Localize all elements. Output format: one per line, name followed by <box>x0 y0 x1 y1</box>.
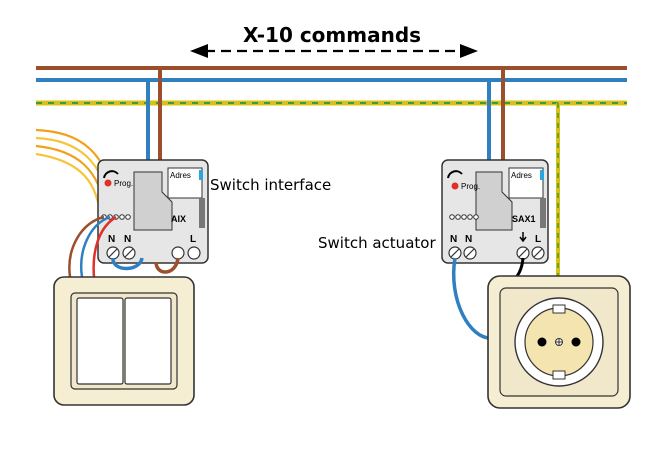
actuator-screw-3-slot <box>518 248 528 258</box>
switch-interface-module: Prog. Adres AIX N N L <box>97 159 209 264</box>
double-wall-switch <box>53 276 195 406</box>
switch-feed-wires <box>68 215 117 278</box>
actuator-screw-4-slot <box>533 248 543 258</box>
diagram-title: X-10 commands <box>243 23 421 47</box>
interface-prog-label: Prog. <box>114 179 133 188</box>
interface-screw-2-slot <box>124 248 134 258</box>
actuator-screw-1-slot <box>450 248 460 258</box>
actuator-side-clip <box>540 198 546 228</box>
actuator-screw-2-slot <box>465 248 475 258</box>
interface-screw-4 <box>187 246 201 260</box>
actuator-adres-label: Adres <box>511 171 532 180</box>
interface-drop-wires <box>146 68 162 162</box>
interface-terminal-l: L <box>190 234 196 245</box>
actuator-prog-led <box>451 182 459 190</box>
actuator-model-label: SAX1 <box>512 214 536 224</box>
socket-hole-left <box>537 337 547 347</box>
actuator-blue-to-socket <box>452 257 493 340</box>
actuator-terminal-l: L <box>535 234 541 245</box>
interface-curve-icon <box>103 170 119 179</box>
socket-earth-bottom <box>552 370 566 380</box>
socket-hole-right <box>571 337 581 347</box>
interface-pin-4 <box>119 214 125 220</box>
interface-terminal-n1: N <box>108 234 115 245</box>
switch-feed-red <box>92 215 117 278</box>
actuator-down-arrow-icon <box>519 232 527 243</box>
actuator-pin-3 <box>461 214 467 220</box>
switch-feed-brown <box>68 215 105 278</box>
interface-model-label: AIX <box>171 214 186 224</box>
interface-screw-3 <box>171 246 185 260</box>
actuator-pin-1 <box>449 214 455 220</box>
interface-blue-tab <box>199 170 203 180</box>
actuator-center-block <box>475 171 513 231</box>
bus-wires <box>36 66 627 106</box>
interface-center-block <box>133 171 173 231</box>
wall-socket <box>487 275 631 409</box>
actuator-prog-label: Prog. <box>461 182 480 191</box>
actuator-curve-icon <box>447 170 463 179</box>
switch-feed-blue <box>79 215 111 278</box>
actuator-pin-4 <box>467 214 473 220</box>
interface-pin-5 <box>125 214 131 220</box>
interface-side-clip <box>199 198 205 228</box>
actuator-pin-5 <box>473 214 479 220</box>
interface-prog-led <box>104 179 112 187</box>
interface-brown-loop <box>154 257 180 274</box>
actuator-drop-wires <box>487 68 560 282</box>
switch-actuator-module: Prog. Adres SAX1 N N L <box>441 159 549 264</box>
switch-rocker-left <box>76 297 124 385</box>
switch-rocker-right <box>124 297 172 385</box>
title-group: X-10 commands <box>190 23 478 58</box>
arrow-left-head <box>190 44 208 58</box>
switch-interface-label: Switch interface <box>210 176 331 194</box>
actuator-terminal-n2: N <box>465 234 472 245</box>
actuator-blue-tab <box>540 170 544 180</box>
arrow-right-head <box>460 44 478 58</box>
switch-actuator-label: Switch actuator <box>318 234 436 252</box>
interface-screw-1-slot <box>108 248 118 258</box>
actuator-adres-box <box>508 167 544 199</box>
actuator-pin-2 <box>455 214 461 220</box>
interface-blue-loop <box>111 257 144 271</box>
interface-adres-box <box>167 167 203 199</box>
orange-wire-4 <box>35 152 102 215</box>
interface-terminal-n2: N <box>124 234 131 245</box>
socket-earth-top <box>552 304 566 314</box>
interface-adres-label: Adres <box>170 171 191 180</box>
interface-bottom-wires <box>111 257 180 274</box>
actuator-terminal-n1: N <box>450 234 457 245</box>
